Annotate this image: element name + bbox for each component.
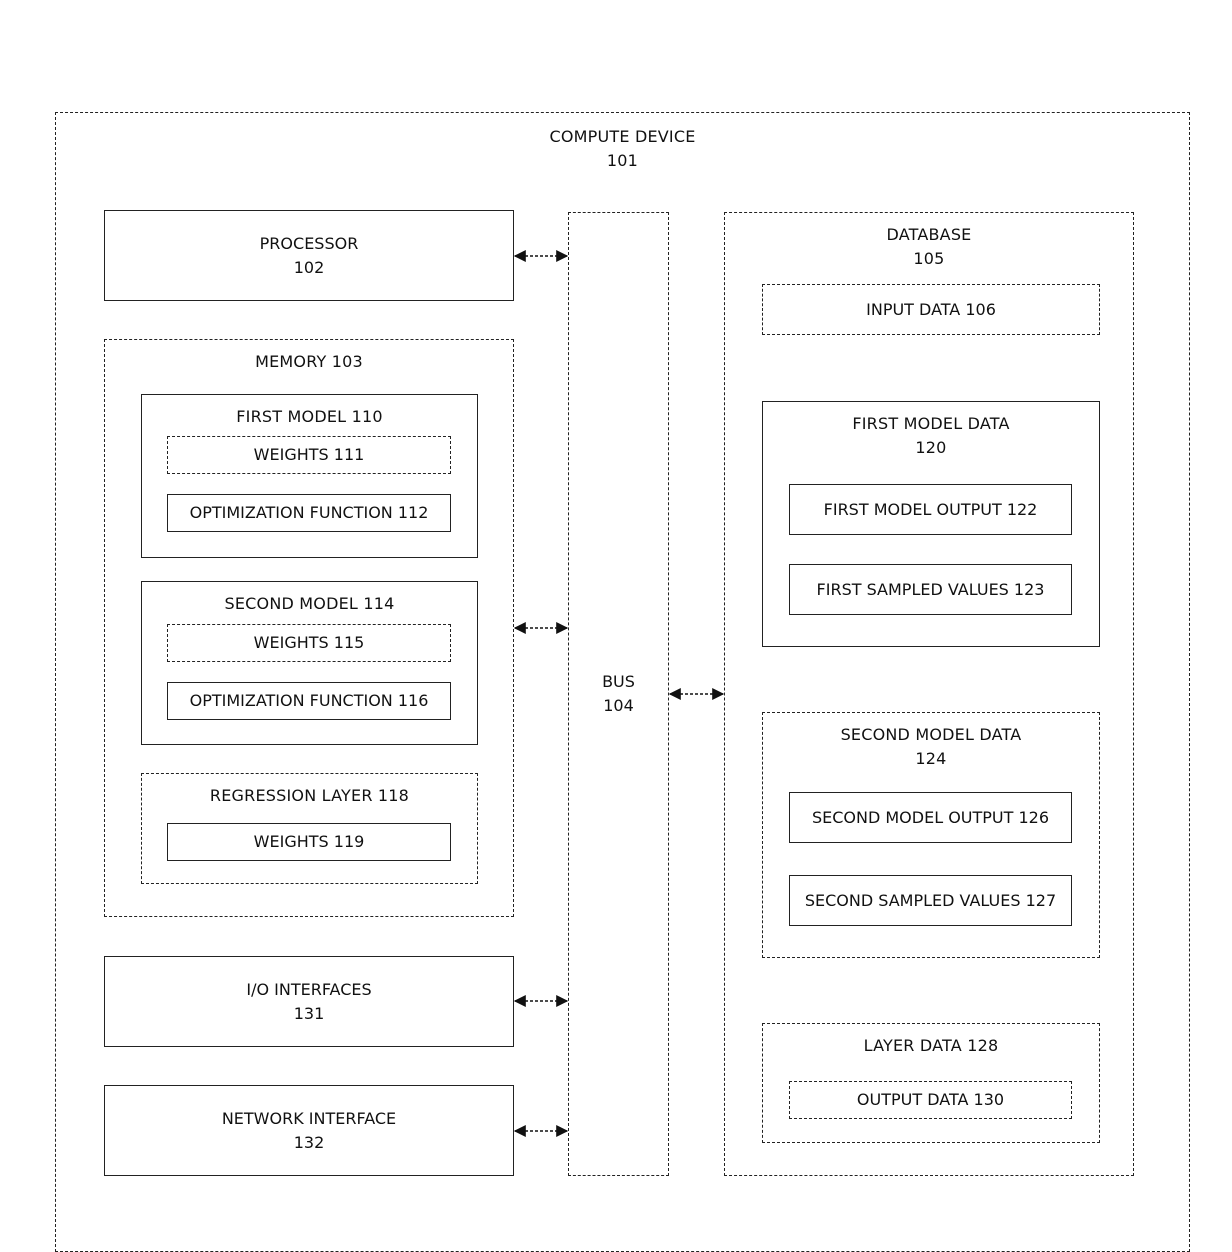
second-model-data-title: SECOND MODEL DATA [763,723,1099,747]
weights-115-label: WEIGHTS 115 [254,631,365,655]
second-model-title: SECOND MODEL 114 [142,592,477,616]
optimization-function-116-label: OPTIMIZATION FUNCTION 116 [190,689,429,713]
second-sampled-values-box: SECOND SAMPLED VALUES 127 [789,875,1072,926]
first-model-box: FIRST MODEL 110 [141,394,478,558]
input-data-box: INPUT DATA 106 [762,284,1100,335]
output-data-label: OUTPUT DATA 130 [857,1088,1004,1112]
regression-layer-title: REGRESSION LAYER 118 [142,784,477,808]
optimization-function-112-label: OPTIMIZATION FUNCTION 112 [190,501,429,525]
first-model-data-number: 120 [763,436,1099,460]
input-data-label: INPUT DATA 106 [866,298,996,322]
io-interfaces-box: I/O INTERFACES 131 [104,956,514,1047]
weights-119-label: WEIGHTS 119 [254,830,365,854]
processor-number: 102 [294,256,325,280]
first-model-output-box: FIRST MODEL OUTPUT 122 [789,484,1072,535]
first-sampled-values-box: FIRST SAMPLED VALUES 123 [789,564,1072,615]
compute-device-number: 101 [56,149,1189,173]
database-title: DATABASE [725,223,1133,247]
weights-119-box: WEIGHTS 119 [167,823,451,861]
first-sampled-values-label: FIRST SAMPLED VALUES 123 [817,578,1045,602]
weights-111-box: WEIGHTS 111 [167,436,451,474]
output-data-box: OUTPUT DATA 130 [789,1081,1072,1119]
compute-device-title: COMPUTE DEVICE [56,125,1189,149]
second-model-output-label: SECOND MODEL OUTPUT 126 [812,806,1049,830]
weights-115-box: WEIGHTS 115 [167,624,451,662]
network-interface-title: NETWORK INTERFACE [222,1107,396,1131]
processor-box: PROCESSOR 102 [104,210,514,301]
bus-title: BUS [602,670,635,694]
second-sampled-values-label: SECOND SAMPLED VALUES 127 [805,889,1056,913]
weights-111-label: WEIGHTS 111 [254,443,365,467]
network-interface-number: 132 [294,1131,325,1155]
optimization-function-112-box: OPTIMIZATION FUNCTION 112 [167,494,451,532]
bus-box: BUS 104 [568,212,669,1176]
second-model-box: SECOND MODEL 114 [141,581,478,745]
layer-data-title: LAYER DATA 128 [763,1034,1099,1058]
bus-number: 104 [603,694,634,718]
memory-title: MEMORY 103 [105,350,513,374]
io-interfaces-number: 131 [294,1002,325,1026]
first-model-title: FIRST MODEL 110 [142,405,477,429]
database-number: 105 [725,247,1133,271]
processor-title: PROCESSOR [260,232,359,256]
network-interface-box: NETWORK INTERFACE 132 [104,1085,514,1176]
second-model-output-box: SECOND MODEL OUTPUT 126 [789,792,1072,843]
first-model-data-title: FIRST MODEL DATA [763,412,1099,436]
second-model-data-number: 124 [763,747,1099,771]
io-interfaces-title: I/O INTERFACES [246,978,371,1002]
optimization-function-116-box: OPTIMIZATION FUNCTION 116 [167,682,451,720]
first-model-output-label: FIRST MODEL OUTPUT 122 [824,498,1038,522]
